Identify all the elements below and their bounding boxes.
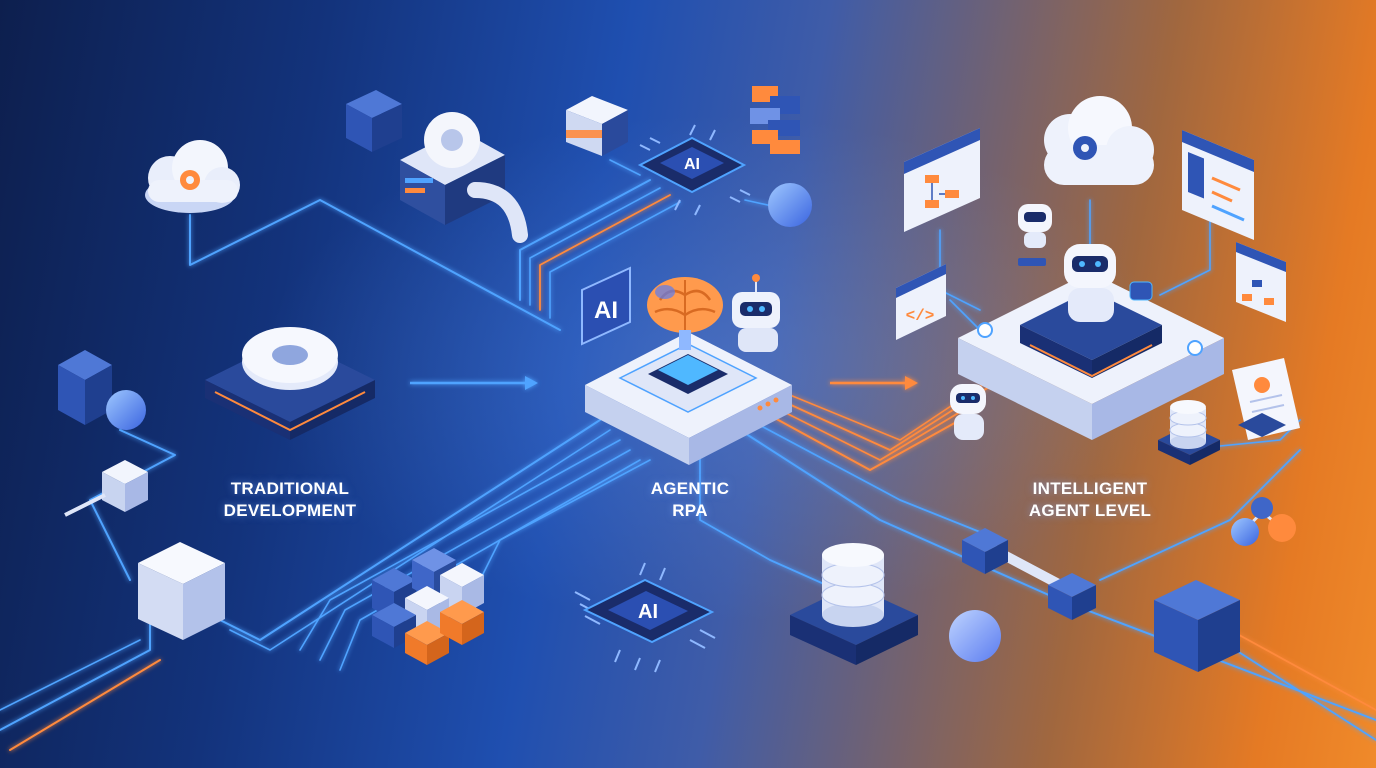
stage-label-line: INTELLIGENT [1000,478,1180,500]
connector-cube-icon [65,460,148,515]
document-gear-icon [1232,358,1300,440]
code-window-icon [1182,130,1254,240]
cube-icon [1154,580,1240,672]
stage-label-traditional: TRADITIONAL DEVELOPMENT [200,478,380,522]
connector-line [1230,630,1376,710]
sphere-icon [768,183,812,227]
robot-icon [732,274,780,352]
chip-label: AI [594,297,618,324]
molecule-icon [1231,497,1296,546]
stage-label-line: AGENTIC [600,478,780,500]
gear-icon [242,327,338,390]
cloud-gear-icon [145,140,240,213]
connector-line [190,200,560,330]
flowchart-window-icon [1236,242,1286,322]
cube-icon [58,350,112,425]
connector-line [950,300,980,330]
connector-line [1160,220,1210,295]
storage-block-icon [566,96,628,156]
database-icon [790,543,918,665]
stage-label-line: TRADITIONAL [200,478,380,500]
connector-line [10,660,160,750]
stage-label-line: DEVELOPMENT [200,500,380,522]
stage-label-line: RPA [600,500,780,522]
stage-label-line: AGENT LEVEL [1000,500,1180,522]
ai-panel-icon: AI [582,268,630,344]
stack-bricks-icon [750,86,800,154]
server-cube-icon [138,542,225,640]
stage-label-intelligent: INTELLIGENT AGENT LEVEL [1000,478,1180,522]
stage-label-agentic: AGENTIC RPA [600,478,780,522]
gear-icon [424,112,480,168]
gear-platform-icon [205,327,375,440]
pipe-icon [475,190,520,235]
robot-icon [1018,204,1052,266]
connector-line [0,640,140,710]
robot-icon [950,384,986,440]
connector-line [1220,640,1376,740]
cloud-gear-icon [1044,96,1154,185]
sphere-icon [949,610,1001,662]
block-cluster-icon [372,548,484,665]
ai-chip-icon: AI [575,563,715,672]
code-window-icon: </> [896,264,946,340]
svg-text:</>: </> [906,307,935,325]
connector-line [610,160,640,175]
connector-bar-icon [962,528,1096,620]
gear-box-icon [400,112,505,225]
chip-label: AI [684,156,700,173]
arrow-right-icon [410,376,538,390]
sphere-icon [106,390,146,430]
flowchart-window-icon [904,128,980,232]
database-icon [1158,400,1220,465]
brain-icon [647,277,723,350]
arrow-right-icon [830,376,918,390]
chip-label: AI [638,601,658,623]
cube-icon [346,90,402,152]
